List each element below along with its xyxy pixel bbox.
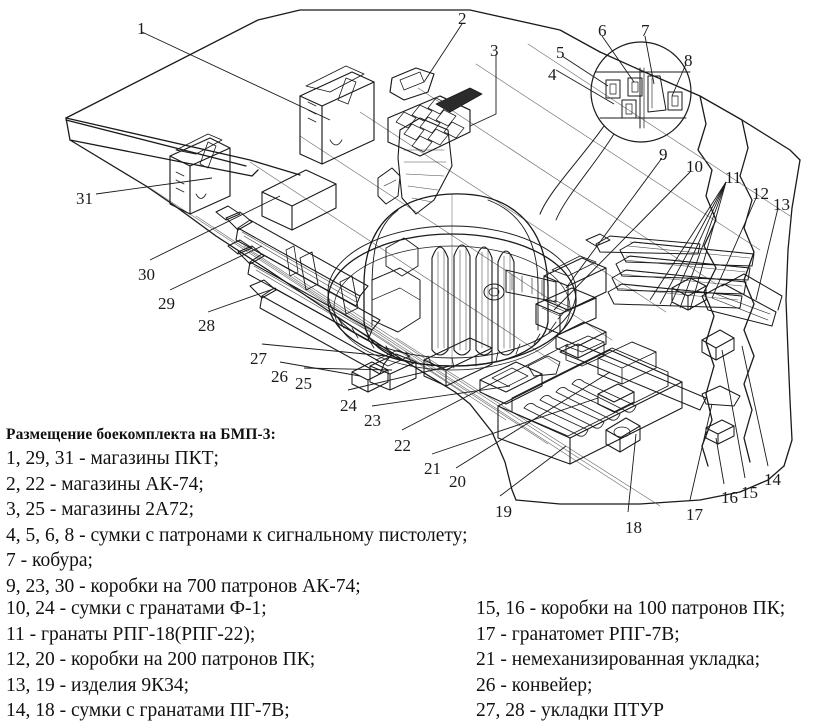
leader-lines: [95, 23, 779, 513]
callout-2: 2: [458, 9, 467, 28]
callout-13: 13: [773, 195, 790, 214]
callout-22: 22: [394, 436, 411, 455]
callout-17: 17: [686, 505, 703, 524]
item-1-pkt-magazine: [299, 65, 375, 165]
inset-detail-signal-pistol-pouches: [539, 41, 692, 221]
callout-3: 3: [490, 41, 499, 60]
legend-two-column-block: 10, 24 - сумки с гранатами Ф-1; 11 - гран…: [4, 596, 840, 724]
item-31-pkt-magazine: [169, 133, 231, 215]
callout-21: 21: [424, 459, 441, 478]
callout-23: 23: [364, 411, 381, 430]
callout-9: 9: [659, 145, 668, 164]
legend-item-left-5: 14, 18 - сумки с гранатами ПГ-7В;: [6, 700, 290, 721]
callout-15: 15: [741, 483, 758, 502]
item-17-rpg7v: [605, 417, 641, 453]
callout-29: 29: [158, 294, 175, 313]
legend-item-right-4: 26 - конвейер;: [476, 674, 593, 696]
legend-item-left-2: 11 - гранаты РПГ-18(РПГ-22);: [6, 623, 256, 645]
callout-11: 11: [725, 168, 742, 187]
item-27-28-atgm-racks: [215, 205, 393, 375]
callout-24: 24: [340, 396, 357, 415]
legend-item-left-4: 13, 19 - изделия 9К34;: [6, 674, 190, 696]
item-11-rpg18-tubes: [585, 233, 755, 309]
item-30-ammo-box: [261, 169, 337, 231]
callout-18: 18: [625, 518, 642, 537]
callout-5: 5: [556, 43, 565, 62]
item-21-nonmechanized-stowage: [497, 335, 741, 465]
callout-10: 10: [686, 157, 703, 176]
legend-item-left-3: 12, 20 - коробки на 200 патронов ПК;: [6, 649, 316, 670]
legend-block: Размещение боекомплекта на БМП-3: 1, 29,…: [4, 426, 840, 599]
legend-item-right-1: 15, 16 - коробки на 100 патронов ПК;: [476, 598, 786, 619]
item-12-13-9k34: [671, 273, 783, 445]
callout-6: 6: [598, 21, 607, 40]
ready-rounds: [431, 244, 515, 356]
callout-27: 27: [250, 349, 267, 368]
legend-item-right-2: 17 - гранатомет РПГ-7В;: [476, 623, 680, 645]
callout-20: 20: [449, 472, 466, 491]
legend-title: Размещение боекомплекта на БМП-3:: [6, 426, 276, 443]
callout-30: 30: [138, 265, 155, 284]
legend-item-6: 9, 23, 30 - коробки на 700 патронов АК-7…: [6, 575, 361, 597]
legend-item-right-3: 21 - немеханизированная укладка;: [476, 649, 760, 670]
callout-31: 31: [76, 189, 93, 208]
legend-item-5: 7 - кобура;: [6, 550, 93, 571]
floor-stowage-boxes: [369, 321, 635, 413]
callout-26: 26: [271, 367, 288, 386]
item-3-2a72-magazine: [387, 87, 483, 157]
callout-4: 4: [548, 65, 557, 84]
legend-item-2: 2, 22 - магазины АК-74;: [6, 473, 204, 495]
callout-19: 19: [495, 502, 512, 521]
legend-item-left-1: 10, 24 - сумки с гранатами Ф-1;: [6, 598, 267, 619]
callout-25: 25: [295, 374, 312, 393]
legend-item-right-5: 27, 28 - укладки ПТУР: [476, 700, 664, 721]
legend-left-column: 10, 24 - сумки с гранатами Ф-1; 11 - гран…: [4, 596, 474, 724]
turret-assembly: [327, 117, 577, 371]
callout-12: 12: [752, 184, 769, 203]
legend-top-list: 1, 29, 31 - магазины ПКТ; 2, 22 - магазин…: [4, 446, 840, 599]
item-2-ak74-magazine: [389, 67, 435, 101]
callout-28: 28: [198, 316, 215, 335]
legend-item-1: 1, 29, 31 - магазины ПКТ;: [6, 448, 219, 469]
legend-right-column: 15, 16 - коробки на 100 патронов ПК; 17 -…: [474, 596, 840, 724]
callout-8: 8: [684, 51, 693, 70]
callout-16: 16: [721, 488, 738, 507]
item-26-conveyor-boxes: [351, 361, 389, 393]
callout-1: 1: [137, 19, 146, 38]
legend-item-3: 3, 25 - магазины 2А72;: [6, 499, 195, 520]
callout-7: 7: [641, 21, 650, 40]
legend-item-4: 4, 5, 6, 8 - сумки с патронами к сигналь…: [6, 524, 468, 546]
callout-14: 14: [764, 470, 781, 489]
